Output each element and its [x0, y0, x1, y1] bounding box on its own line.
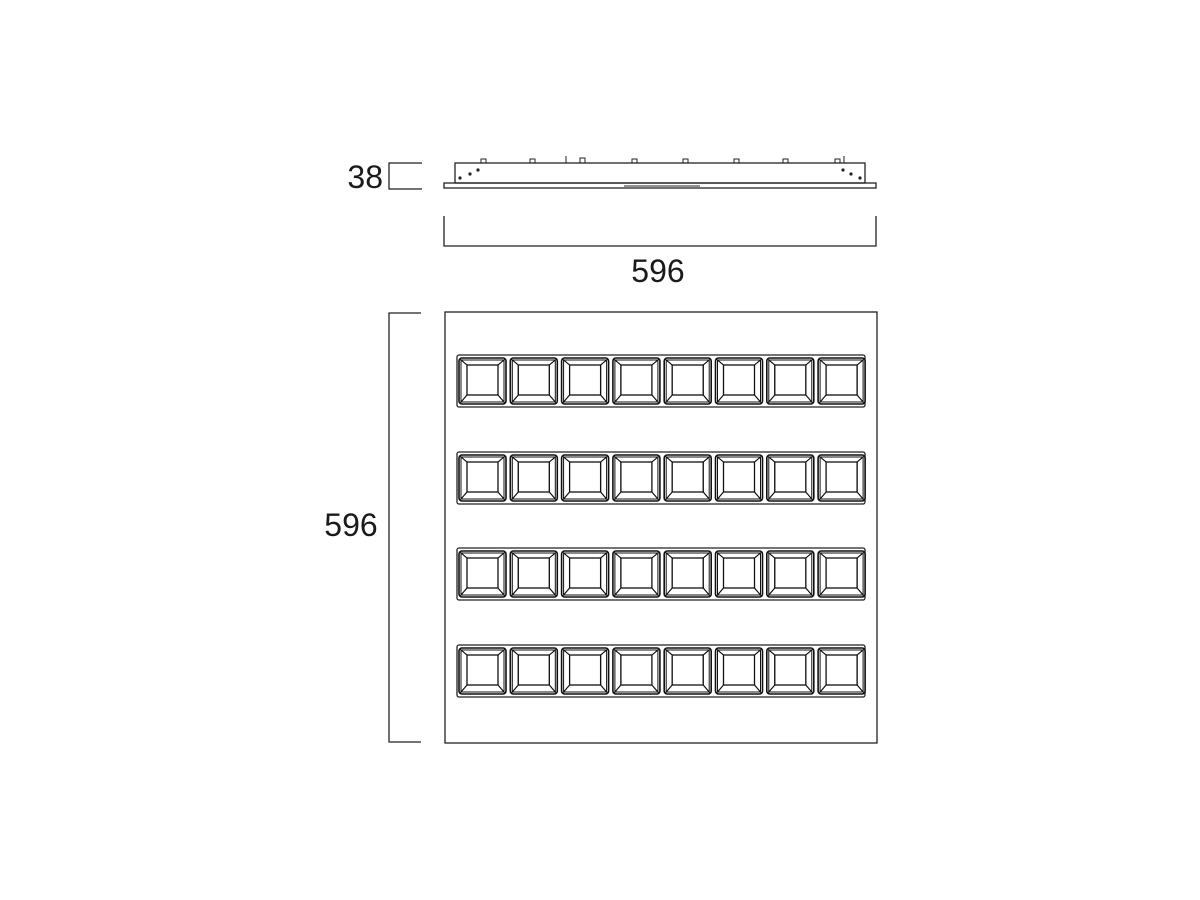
louver-cell: [458, 454, 507, 502]
front-height-dimension-line: [388, 312, 421, 743]
side-view-screws: [458, 168, 862, 180]
front-view: 596: [324, 311, 878, 744]
height-dimension-line: [388, 162, 422, 190]
louver-cell: [714, 550, 764, 598]
louver-cell: [817, 647, 866, 695]
panel-outline: [444, 311, 878, 744]
louver-cell: [817, 454, 866, 502]
louver-cell: [458, 357, 507, 405]
side-view: 38 596: [347, 156, 877, 289]
louver-cell: [714, 454, 764, 502]
louver-cell: [560, 454, 610, 502]
louver-row: [456, 451, 866, 505]
side-view-clips: [480, 156, 845, 164]
louver-cell: [560, 550, 610, 598]
width-dimension-label: 596: [631, 253, 684, 289]
louver-cell: [714, 647, 764, 695]
louver-cell: [458, 647, 507, 695]
louver-cell: [509, 647, 559, 695]
louver-cell: [663, 550, 713, 598]
louver-cell: [817, 357, 866, 405]
louver-cell: [612, 550, 661, 598]
louver-cell: [509, 550, 559, 598]
louver-row: [456, 644, 866, 698]
louver-cell: [714, 357, 764, 405]
width-dimension-line: [443, 216, 877, 247]
louver-cell: [458, 550, 507, 598]
louver-cell: [663, 357, 713, 405]
louver-rows: [456, 354, 866, 698]
louver-cell: [765, 454, 815, 502]
louver-cell: [612, 454, 661, 502]
louver-cell: [560, 357, 610, 405]
louver-cell: [560, 647, 610, 695]
louver-cell: [765, 357, 815, 405]
louver-row: [456, 547, 866, 601]
louver-cell: [663, 647, 713, 695]
louver-cell: [509, 454, 559, 502]
louver-cell: [765, 647, 815, 695]
louver-cell: [663, 454, 713, 502]
louver-cell: [612, 357, 661, 405]
louver-cell: [765, 550, 815, 598]
height-dimension-label: 38: [347, 159, 383, 195]
front-height-dimension-label: 596: [324, 507, 377, 543]
louver-row: [456, 354, 866, 408]
side-view-housing: [454, 162, 866, 184]
louver-cell: [612, 647, 661, 695]
louver-cell: [509, 357, 559, 405]
side-view-frame: [443, 182, 877, 189]
louver-cell: [817, 550, 866, 598]
